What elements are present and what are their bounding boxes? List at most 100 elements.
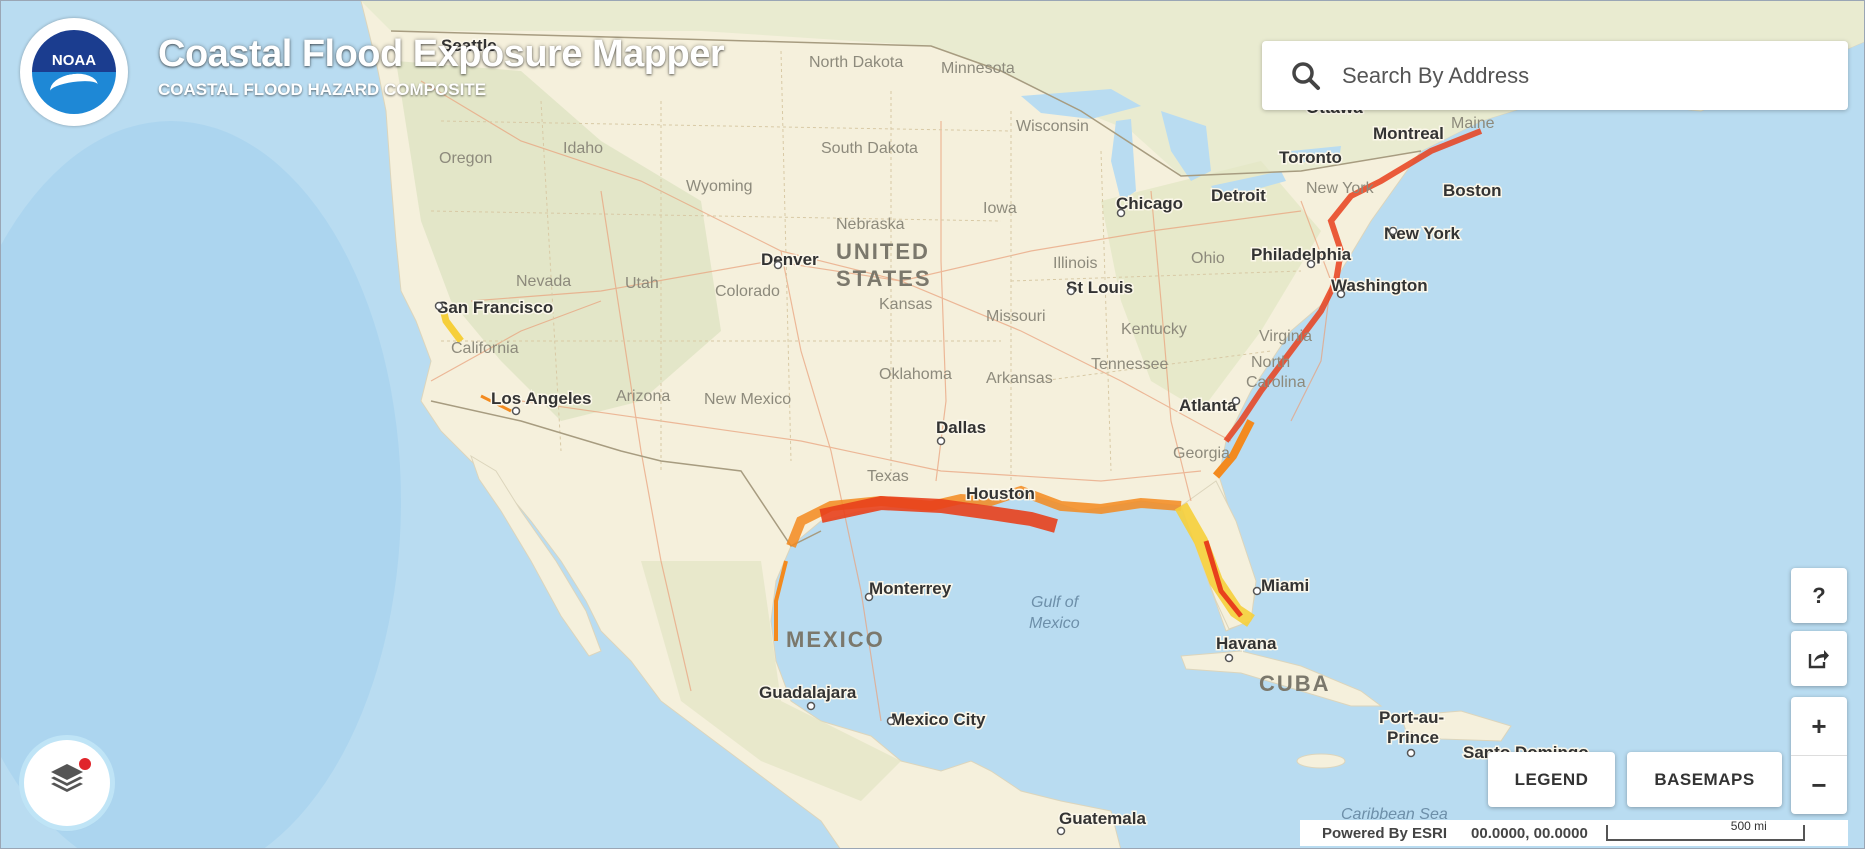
label-city-philadelphia: Philadelphia	[1251, 245, 1352, 264]
scale-bar: 500 mi	[1605, 819, 1805, 841]
powered-by-esri[interactable]: Powered By ESRI	[1322, 824, 1448, 842]
label-state-new-york: New York	[1306, 180, 1375, 197]
baja-peninsula	[470, 454, 602, 657]
label-city-los-angeles: Los Angeles	[491, 389, 591, 408]
label-water-caribbean: Caribbean Sea	[1341, 806, 1448, 823]
label-state-illinois: Illinois	[1053, 255, 1097, 272]
layers-button[interactable]	[24, 740, 110, 826]
search-input[interactable]	[1340, 61, 1824, 90]
state-borders	[430, 50, 1302, 481]
label-state-texas: Texas	[867, 468, 909, 485]
us-canada-border	[390, 30, 1422, 177]
scale-label: 500 mi	[1730, 819, 1767, 833]
label-city-monterrey: Monterrey	[869, 579, 952, 598]
lake-huron	[1161, 111, 1211, 181]
notification-dot	[79, 758, 91, 770]
label-state-iowa: Iowa	[983, 200, 1017, 217]
label-city-toronto: Toronto	[1279, 148, 1342, 167]
basemaps-button[interactable]: BASEMAPS	[1627, 752, 1782, 807]
city-markers	[434, 208, 1416, 836]
address-search-box[interactable]	[1262, 41, 1848, 110]
road-network	[420, 80, 1332, 722]
label-state-kansas: Kansas	[879, 296, 932, 313]
map-labels: UNITED STATES MEXICO CUBA Gulf of Mexico…	[436, 35, 1591, 830]
label-state-new-mexico: New Mexico	[704, 391, 791, 408]
label-state-wisconsin: Wisconsin	[1016, 118, 1089, 135]
label-city-mexico-city: Mexico City	[891, 710, 986, 729]
label-state-maine: Maine	[1451, 115, 1495, 132]
cuba-island	[1180, 650, 1383, 707]
pacific-deep	[1, 121, 401, 848]
label-state-kentucky: Kentucky	[1121, 321, 1187, 338]
label-water-gulf-1: Gulf of	[1031, 594, 1080, 611]
label-state-north-dakota: North Dakota	[809, 54, 903, 71]
label-state-north-carolina-2: Carolina	[1246, 374, 1306, 391]
label-city-st-louis: St Louis	[1066, 278, 1133, 297]
label-state-california: California	[451, 340, 519, 357]
legend-button[interactable]: LEGEND	[1488, 752, 1615, 807]
label-city-montreal: Montreal	[1373, 124, 1444, 143]
help-button[interactable]: ?	[1791, 568, 1847, 623]
search-icon[interactable]	[1290, 60, 1322, 92]
app-header: NOAA Coastal Flood Exposure Mapper COAST…	[20, 18, 725, 126]
label-city-detroit: Detroit	[1211, 186, 1266, 205]
label-country-united: UNITED	[836, 239, 930, 264]
label-state-wyoming: Wyoming	[686, 178, 753, 195]
appalachian-tint	[1101, 161, 1321, 411]
label-state-minnesota: Minnesota	[941, 60, 1015, 77]
label-state-virginia: Virginia	[1259, 328, 1312, 345]
layers-icon	[51, 764, 83, 792]
label-state-nevada: Nevada	[516, 273, 571, 290]
label-state-ohio: Ohio	[1191, 250, 1225, 267]
label-city-houston: Houston	[966, 484, 1035, 503]
label-city-chicago: Chicago	[1116, 194, 1183, 213]
zoom-controls: + −	[1791, 697, 1847, 814]
label-state-arizona: Arizona	[616, 388, 670, 405]
label-country-states: STATES	[836, 266, 932, 291]
label-city-miami: Miami	[1261, 576, 1309, 595]
zoom-in-button[interactable]: +	[1791, 697, 1847, 756]
status-bar: Powered By ESRI 00.0000, 00.0000 500 mi	[1300, 819, 1848, 846]
label-city-denver: Denver	[761, 250, 819, 269]
label-country-cuba: CUBA	[1259, 671, 1331, 696]
label-state-utah: Utah	[625, 275, 659, 292]
mexico-tint	[641, 561, 901, 801]
label-water-gulf-2: Mexico	[1029, 615, 1080, 632]
hispaniola-island	[1400, 710, 1512, 742]
label-state-colorado: Colorado	[715, 283, 780, 300]
label-city-port-au-prince-1: Port-au-	[1379, 708, 1444, 727]
help-label: ?	[1812, 582, 1826, 608]
noaa-logo[interactable]: NOAA	[20, 18, 128, 126]
legend-label: LEGEND	[1514, 769, 1589, 789]
label-state-north-carolina-1: North	[1251, 354, 1290, 371]
label-state-oregon: Oregon	[439, 150, 492, 167]
lake-michigan	[1111, 119, 1136, 201]
lake-ontario	[1291, 146, 1341, 163]
label-city-dallas: Dallas	[936, 418, 986, 437]
lake-erie	[1211, 171, 1286, 199]
label-city-san-francisco: San Francisco	[437, 298, 553, 317]
basemaps-label: BASEMAPS	[1654, 769, 1755, 789]
label-state-georgia: Georgia	[1173, 445, 1230, 462]
app-subtitle: COASTAL FLOOD HAZARD COMPOSITE	[158, 79, 487, 99]
share-button[interactable]	[1791, 631, 1847, 686]
cursor-coordinates: 00.0000, 00.0000	[1471, 824, 1588, 842]
share-icon	[1808, 649, 1829, 668]
label-country-mexico: MEXICO	[786, 627, 885, 652]
bird-icon	[48, 70, 100, 106]
jamaica-island	[1296, 753, 1346, 769]
app-title: Coastal Flood Exposure Mapper	[158, 32, 725, 75]
label-state-missouri: Missouri	[986, 308, 1046, 325]
noaa-wordmark: NOAA	[51, 52, 97, 69]
zoom-out-button[interactable]: −	[1811, 769, 1827, 800]
title-block: Coastal Flood Exposure Mapper COASTAL FL…	[158, 32, 725, 100]
label-city-port-au-prince-2: Prince	[1387, 728, 1439, 747]
label-city-guatemala: Guatemala	[1059, 809, 1146, 828]
noaa-emblem: NOAA	[32, 30, 116, 114]
label-state-arkansas: Arkansas	[986, 370, 1053, 387]
label-state-idaho: Idaho	[563, 140, 603, 157]
label-state-oklahoma: Oklahoma	[879, 366, 952, 383]
rockies-tint	[396, 61, 721, 421]
